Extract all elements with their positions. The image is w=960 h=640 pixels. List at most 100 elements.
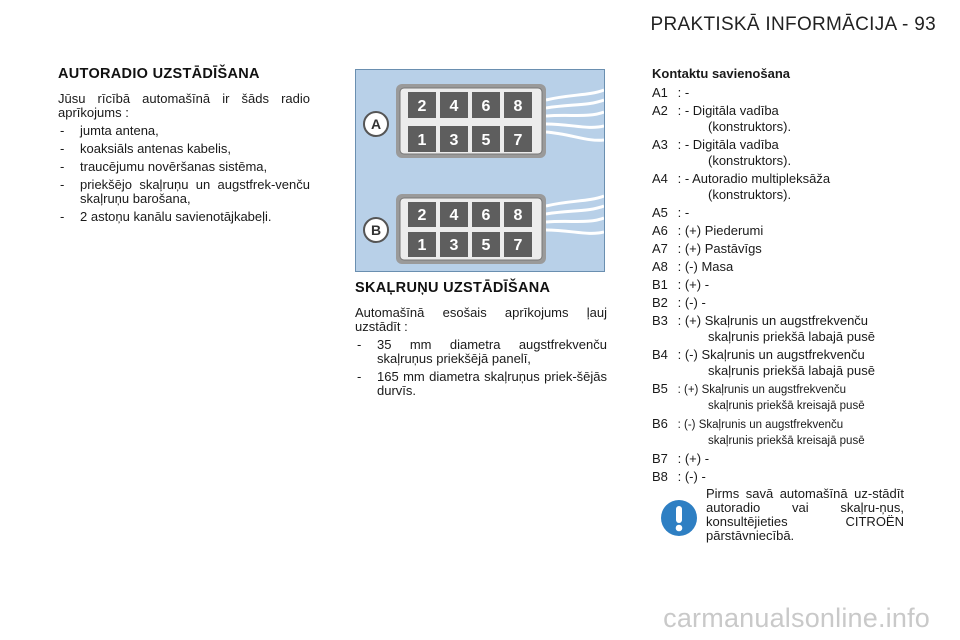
pin-description: : (+) Piederumi xyxy=(677,223,764,238)
connector-b-badge xyxy=(363,217,389,243)
speaker-list: 35 mm diametra augstfrekvenču skaļruņus … xyxy=(355,338,607,398)
connector-a: A 2 4 6 8 1 3 5 7 xyxy=(363,84,605,158)
pin-label: 7 xyxy=(514,237,523,254)
list-item: 35 mm diametra augstfrekvenču skaļruņus … xyxy=(355,338,607,366)
pin-row: A6 : (+) Piederumi xyxy=(652,223,922,239)
pin-row: B8 : (-) - xyxy=(652,469,922,485)
pin-label: 2 xyxy=(418,98,427,115)
pin-code: A2 xyxy=(652,103,668,118)
pin-row: A7 : (+) Pastāvīgs xyxy=(652,241,922,257)
watermark: carmanualsonline.info xyxy=(663,603,930,633)
pin-description: : (+) - xyxy=(677,451,710,466)
list-item: koaksiāls antenas kabelis, xyxy=(58,142,310,157)
pin-row: A1 : - xyxy=(652,85,922,101)
pin-description: : - Autoradio multipleksāža xyxy=(677,171,831,186)
pin-description-cont: skaļrunis priekšā labajā pusē xyxy=(708,363,875,378)
speaker-section: SKAĻRUŅU UZSTĀDĪŠANA Automašīnā esošais … xyxy=(355,280,607,398)
connector-a-badge xyxy=(363,111,389,137)
pin-description: : - Digitāla vadība xyxy=(677,103,779,118)
pin-label: 4 xyxy=(450,98,459,115)
pin-row: B2 : (-) - xyxy=(652,295,922,311)
pin-description: : - Digitāla vadība xyxy=(677,137,779,152)
speaker-section-heading: SKAĻRUŅU UZSTĀDĪŠANA xyxy=(355,280,551,296)
pin-row: A3 : - Digitāla vadība(konstruktors). xyxy=(652,137,922,169)
radio-equipment-list: jumta antena, koaksiāls antenas kabelis,… xyxy=(58,124,310,225)
pin-row: B7 : (+) - xyxy=(652,451,922,467)
connector-a-label: A xyxy=(371,116,381,132)
pin-code: B3 xyxy=(652,313,668,328)
pin-label: 6 xyxy=(482,207,491,224)
pin-code: B7 xyxy=(652,451,668,466)
pin-description: : (-) - xyxy=(677,469,706,484)
pin-code: B6 xyxy=(652,416,668,431)
pin-label: 5 xyxy=(482,132,491,149)
list-item: 2 astoņu kanālu savienotājkabeļi. xyxy=(58,210,310,225)
pin-row: A4 : - Autoradio multipleksāža(konstrukt… xyxy=(652,171,922,203)
radio-section: AUTORADIO UZSTĀDĪŠANA Jūsu rīcībā automa… xyxy=(58,66,310,224)
pin-code: B1 xyxy=(652,277,668,292)
warning-note: Pirms savā automašīnā uz-stādīt autoradi… xyxy=(658,487,908,551)
pin-code: A6 xyxy=(652,223,668,238)
pin-label: 8 xyxy=(514,98,523,115)
pin-description: : (+) Skaļrunis un augstfrekvenču xyxy=(677,384,847,396)
pin-row: A5 : - xyxy=(652,205,922,221)
connector-b-label: B xyxy=(371,222,381,238)
connector-illustration: A 2 4 6 8 1 3 5 7 xyxy=(363,84,605,264)
pin-code: B4 xyxy=(652,347,668,362)
pin-code: A1 xyxy=(652,85,668,100)
pin-description: : (+) Pastāvīgs xyxy=(677,241,762,256)
pin-code: A4 xyxy=(652,171,668,186)
pin-description-cont: skaļrunis priekšā labajā pusē xyxy=(708,329,875,344)
pin-description-cont: (konstruktors). xyxy=(708,153,792,168)
pin-description: : - xyxy=(677,85,690,100)
pin-code: B8 xyxy=(652,469,668,484)
pin-description: : (-) Masa xyxy=(677,259,734,274)
connector-diagram: A 2 4 6 8 1 3 5 7 xyxy=(355,69,605,272)
pin-description-cont: skaļrunis priekšā kreisajā pusē xyxy=(708,400,865,412)
pin-description-cont: (konstruktors). xyxy=(708,119,792,134)
pin-label: 1 xyxy=(418,132,427,149)
page-header: PRAKTISKĀ INFORMĀCIJA - 93 xyxy=(650,14,936,35)
pin-label: 5 xyxy=(482,237,491,254)
list-item: 165 mm diametra skaļruņus priek-šējās du… xyxy=(355,370,607,398)
pin-label: 7 xyxy=(514,132,523,149)
list-item: traucējumu novēršanas sistēma, xyxy=(58,160,310,175)
pin-description: : (+) - xyxy=(677,277,710,292)
pin-label: 3 xyxy=(450,132,459,149)
list-item: priekšējo skaļruņu un augstfrek-venču sk… xyxy=(58,178,310,206)
pin-code: A3 xyxy=(652,137,668,152)
pin-code: B2 xyxy=(652,295,668,310)
pin-label: 8 xyxy=(514,207,523,224)
pin-label: 3 xyxy=(450,237,459,254)
exclamation-icon xyxy=(661,500,697,536)
contacts-section: Kontaktu savienošana A1 : - A2 : - Digit… xyxy=(652,66,922,487)
list-item: jumta antena, xyxy=(58,124,310,139)
pin-row: B1 : (+) - xyxy=(652,277,922,293)
pin-label: 2 xyxy=(418,207,427,224)
pin-description: : (+) Skaļrunis un augstfrekvenču xyxy=(677,313,869,328)
pin-description: : - xyxy=(677,205,690,220)
radio-section-intro: Jūsu rīcībā automašīnā ir šāds radio apr… xyxy=(58,91,310,120)
pin-code: A7 xyxy=(652,241,668,256)
speaker-section-intro: Automašīnā esošais aprīkojums ļauj uzstā… xyxy=(355,305,607,334)
pin-label: 6 xyxy=(482,98,491,115)
connector-b: B 2 4 6 8 1 3 5 7 xyxy=(363,194,605,264)
pin-row: A2 : - Digitāla vadība(konstruktors). xyxy=(652,103,922,135)
pin-description-cont: (konstruktors). xyxy=(708,187,792,202)
pin-description: : (-) Skaļrunis un augstfrekvenču xyxy=(677,347,865,362)
pin-code: A5 xyxy=(652,205,668,220)
pin-label: 4 xyxy=(450,207,459,224)
pin-row: B5 : (+) Skaļrunis un augstfrekvenču skaļ… xyxy=(652,381,922,414)
note-text: Pirms savā automašīnā uz-stādīt autoradi… xyxy=(706,486,904,543)
pin-description: : (-) Skaļrunis un augstfrekvenču xyxy=(677,419,844,431)
radio-section-heading: AUTORADIO UZSTĀDĪŠANA xyxy=(58,66,260,82)
contacts-title: Kontaktu savienošana xyxy=(652,66,790,81)
pin-label: 1 xyxy=(418,237,427,254)
pin-description: : (-) - xyxy=(677,295,706,310)
pin-row: A8 : (-) Masa xyxy=(652,259,922,275)
pin-code: A8 xyxy=(652,259,668,274)
pin-code: B5 xyxy=(652,381,668,396)
